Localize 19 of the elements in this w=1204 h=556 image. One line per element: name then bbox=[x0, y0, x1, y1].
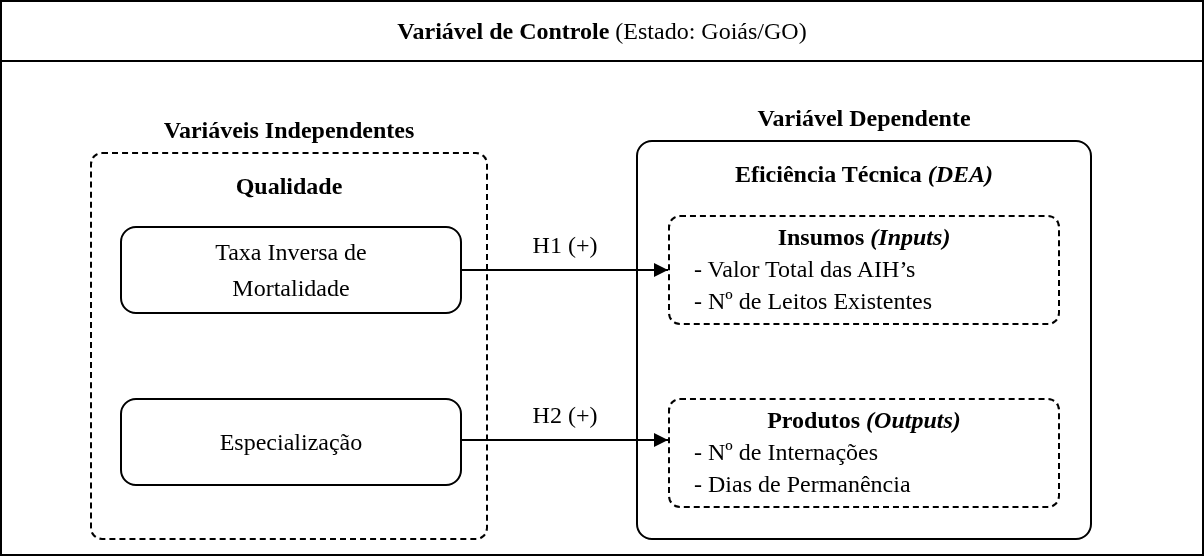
title-text: Variável de Controle (Estado: Goiás/GO) bbox=[397, 17, 807, 46]
dashed-list-box bbox=[668, 398, 1060, 508]
list-heading: Insumos (Inputs) bbox=[776, 223, 952, 252]
list-item: - Nº de Leitos Existentes bbox=[693, 287, 934, 316]
list-item: - Nº de Internações bbox=[693, 438, 880, 467]
arrow bbox=[461, 263, 669, 277]
rounded-box bbox=[120, 226, 462, 314]
group-title: Eficiência Técnica (DEA) bbox=[733, 160, 995, 189]
list-heading: Produtos (Outputs) bbox=[766, 406, 962, 435]
list-item: - Valor Total das AIH’s bbox=[693, 255, 917, 284]
group-heading: Variáveis Independentes bbox=[162, 116, 416, 145]
group-heading: Variável Dependente bbox=[756, 104, 972, 133]
group-title: Qualidade bbox=[234, 172, 344, 201]
arrow bbox=[461, 433, 669, 447]
list-item: - Dias de Permanência bbox=[693, 470, 912, 499]
rounded-box bbox=[120, 398, 462, 486]
dashed-list-box bbox=[668, 215, 1060, 325]
box-text: Especialização bbox=[219, 428, 363, 457]
box-text: Taxa Inversa de Mortalidade bbox=[214, 238, 368, 303]
